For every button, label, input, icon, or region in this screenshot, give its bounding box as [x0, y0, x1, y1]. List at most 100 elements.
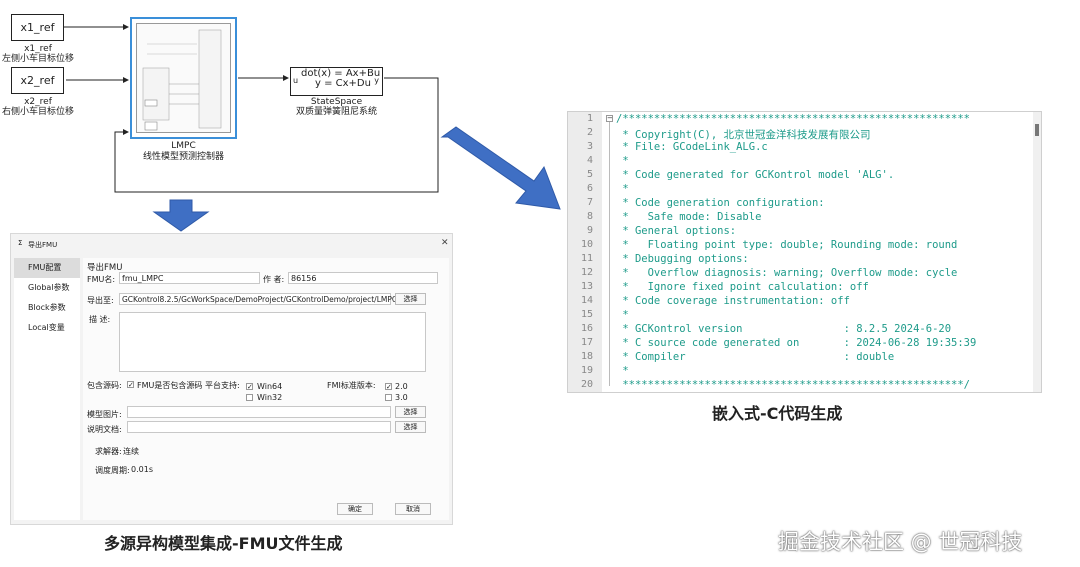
sidebar-item-block-params[interactable]: Block参数	[28, 303, 66, 312]
dialog-sidebar: FMU配置 Global参数 Block参数 Local变量	[14, 258, 80, 520]
editor-scrollbar[interactable]	[1033, 112, 1041, 392]
fmi-30-checkbox[interactable]	[385, 394, 392, 401]
fold-guide	[609, 122, 610, 386]
fmi-20-checkbox[interactable]: ✓	[385, 383, 392, 391]
period-label: 调度周期:	[95, 466, 130, 475]
watermark: 掘金技术社区 @ 世冠科技	[778, 530, 1023, 554]
code-line: * File: GCodeLink_ALG.c	[616, 141, 768, 153]
include-source-label: 包含源码:	[87, 381, 122, 390]
code-line: * Ignore fixed point calculation: off	[616, 281, 869, 293]
ok-button[interactable]: 确定	[337, 503, 373, 515]
export-path-browse-button[interactable]: 选择	[395, 293, 426, 305]
code-line: * C source code generated on : 2024-06-2…	[616, 337, 977, 349]
line-number: 4	[586, 155, 593, 166]
diagram-wires	[64, 24, 439, 193]
code-line: * Safe mode: Disable	[616, 211, 762, 223]
export-fmu-dialog: Σ 导出FMU ✕ FMU配置 Global参数 Block参数 Local变量…	[10, 233, 453, 525]
code-line: * Code coverage instrumentation: off	[616, 295, 850, 307]
code-line: * Code generation configuration:	[616, 197, 825, 209]
code-line: *	[616, 155, 629, 167]
right-arrow-icon	[440, 126, 561, 210]
code-line: *	[616, 365, 629, 377]
line-number: 5	[586, 169, 593, 180]
code-line: *	[616, 183, 629, 195]
line-number: 16	[580, 323, 593, 334]
code-line: * Floating point type: double; Rounding …	[616, 239, 958, 251]
period-value: 0.01s	[131, 465, 153, 474]
author-input[interactable]: 86156	[288, 272, 438, 284]
sidebar-item-global-params[interactable]: Global参数	[28, 283, 70, 292]
lmpc-subsystem-preview	[136, 23, 231, 133]
description-textarea[interactable]	[119, 312, 426, 372]
line-number: 12	[580, 267, 593, 278]
ss-equation-2: y = Cx+Du	[315, 78, 371, 89]
line-number: 2	[586, 127, 593, 138]
platform-label: 平台支持:	[205, 381, 240, 390]
ss-equation-1: dot(x) = Ax+Bu	[301, 68, 381, 79]
x1-ref-name: x1_ref	[24, 44, 52, 54]
scrollbar-thumb[interactable]	[1035, 124, 1039, 136]
fmi-30-label: 3.0	[395, 393, 408, 402]
state-space-block[interactable]: u dot(x) = Ax+Bu y = Cx+Du y	[290, 67, 383, 96]
platform-win32-label: Win32	[257, 393, 283, 402]
caption-c-code: 嵌入式-C代码生成	[712, 404, 843, 423]
code-line: ****************************************…	[616, 379, 971, 391]
line-number: 13	[580, 281, 593, 292]
code-line: /***************************************…	[616, 113, 971, 125]
doc-browse-button[interactable]: 选择	[395, 421, 426, 433]
model-image-browse-button[interactable]: 选择	[395, 406, 426, 418]
code-line: * Compiler : double	[616, 351, 895, 363]
code-line: * Copyright(C), 北京世冠金洋科技发展有限公司	[616, 129, 871, 141]
platform-win64-checkbox[interactable]: ✓	[246, 383, 253, 391]
export-path-input[interactable]: GCKontrol8.2.5/GcWorkSpace/DemoProject/G…	[119, 293, 397, 305]
line-number: 11	[580, 253, 593, 264]
doc-input[interactable]	[127, 421, 391, 433]
line-number-gutter	[568, 112, 602, 392]
section-title: 导出FMU	[87, 263, 123, 273]
close-icon[interactable]: ✕	[441, 238, 449, 248]
export-path-label: 导出至:	[87, 296, 114, 305]
fmu-config-pane: 导出FMU FMU名: fmu_LMPC 作 者: 86156 导出至: GCK…	[83, 258, 449, 520]
lmpc-block[interactable]	[130, 17, 237, 139]
code-line: * Debugging options:	[616, 253, 749, 265]
fold-toggle-icon[interactable]: −	[606, 114, 613, 122]
x2-ref-desc: 右侧小车目标位移	[1, 107, 74, 117]
line-number: 6	[586, 183, 593, 194]
fmu-name-input[interactable]: fmu_LMPC	[119, 272, 260, 284]
doc-label: 说明文档:	[87, 425, 122, 434]
lmpc-name: LMPC	[171, 141, 196, 151]
model-image-label: 模型图片:	[87, 410, 122, 419]
description-label: 描 述:	[89, 315, 111, 324]
app-icon: Σ	[18, 239, 23, 247]
code-line: * GCKontrol version : 8.2.5 2024-6-20	[616, 323, 952, 335]
code-editor[interactable]: 1 /**************************************…	[567, 111, 1042, 393]
x1-ref-block[interactable]: x1_ref	[11, 14, 64, 41]
x2-ref-name: x2_ref	[24, 97, 52, 107]
line-number: 9	[586, 225, 593, 236]
down-arrow-icon	[152, 199, 210, 232]
sidebar-item-local-vars[interactable]: Local变量	[28, 323, 65, 332]
fmu-name-label: FMU名:	[87, 275, 116, 284]
ss-name: StateSpace	[310, 97, 363, 107]
fmi-20-label: 2.0	[395, 382, 408, 391]
include-source-checkbox[interactable]: ✓	[127, 381, 134, 389]
ss-desc: 双质量弹簧阻尼系统	[295, 107, 377, 117]
solver-value: 连续	[123, 447, 139, 456]
x2-ref-block[interactable]: x2_ref	[11, 67, 64, 94]
line-number: 10	[580, 239, 593, 250]
fmi-version-label: FMI标准版本:	[327, 381, 376, 390]
model-image-input[interactable]	[127, 406, 391, 418]
sidebar-item-fmu-config[interactable]: FMU配置	[14, 258, 80, 278]
author-label: 作 者:	[263, 275, 285, 284]
platform-win64-label: Win64	[257, 382, 283, 391]
include-source-option: FMU是否包含源码	[137, 381, 203, 390]
platform-win32-checkbox[interactable]	[246, 394, 253, 401]
line-number: 1	[586, 113, 593, 124]
code-line: * General options:	[616, 225, 737, 237]
cancel-button[interactable]: 取消	[395, 503, 431, 515]
lmpc-desc: 线性模型预测控制器	[142, 152, 224, 162]
code-line: * Overflow diagnosis: warning; Overflow …	[616, 267, 958, 279]
line-number: 15	[580, 309, 593, 320]
dialog-title: 导出FMU	[28, 241, 58, 249]
line-number: 8	[586, 211, 593, 222]
